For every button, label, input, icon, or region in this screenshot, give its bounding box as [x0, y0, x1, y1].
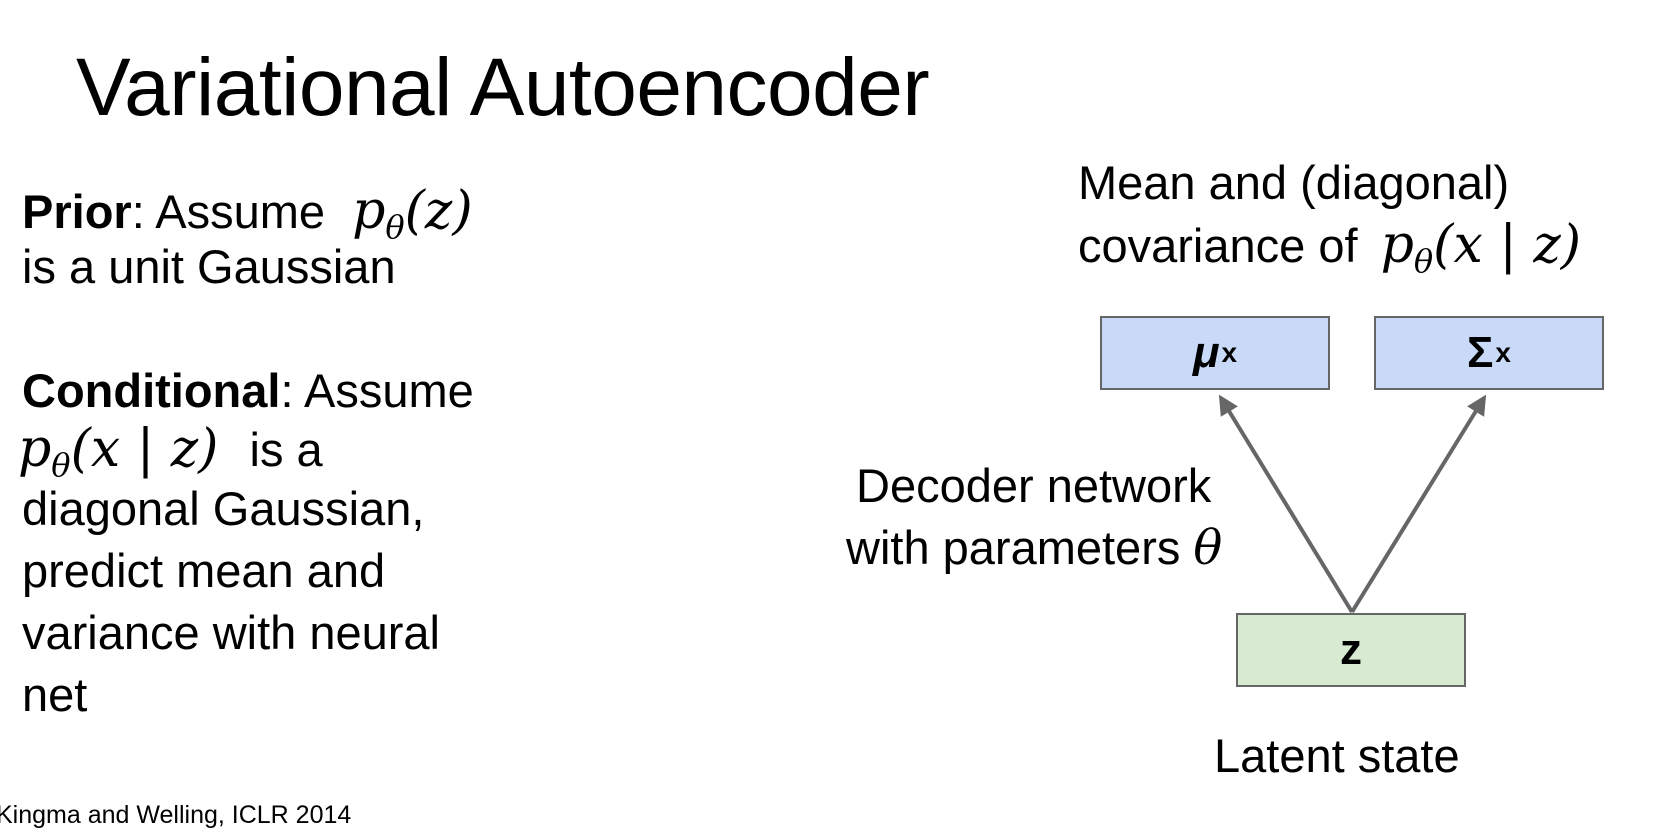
z-symbol: z — [1340, 625, 1362, 674]
conditional-line1: Conditional: Assume — [22, 360, 474, 422]
decoder-theta: θ — [1193, 520, 1223, 576]
prior-text: : Assume — [131, 185, 326, 238]
slide-title: Variational Autoencoder — [76, 42, 930, 133]
latent-label: Latent state — [1214, 729, 1460, 782]
arrow-to-mu — [1218, 394, 1354, 614]
prior-line1: Prior: Assume pθ(z) — [22, 180, 473, 258]
mu-sup: x — [1221, 337, 1238, 368]
sigma-symbol: Σ — [1467, 328, 1494, 377]
output-label-line1: Mean and (diagonal) — [1078, 156, 1510, 209]
mu-symbol: μ — [1192, 328, 1220, 377]
prior-label: Prior — [22, 185, 132, 238]
conditional-line5: variance with neural — [22, 606, 440, 659]
conditional-label: Conditional — [22, 364, 281, 417]
conditional-text: : Assume — [280, 364, 474, 417]
citation: Kingma and Welling, ICLR 2014 — [0, 801, 352, 829]
prior-line2: is a unit Gaussian — [22, 240, 396, 293]
arrow-to-sigma — [1350, 394, 1487, 614]
output-label-math: pθ(x | z) — [1380, 215, 1582, 280]
conditional-line6: net — [22, 668, 88, 721]
decoder-label-line1: Decoder network — [856, 459, 1212, 512]
conditional-line2: pθ(x | z) is a — [18, 418, 323, 496]
z-box: z — [1236, 613, 1466, 687]
output-label-line2: covariance of pθ(x | z) — [1078, 215, 1582, 280]
conditional-math: pθ(x | z) — [18, 419, 219, 484]
decoder-label-line2: with parameters θ — [846, 520, 1223, 576]
conditional-after-math: is a — [249, 423, 323, 476]
conditional-line4: predict mean and — [22, 544, 386, 597]
prior-math: pθ(z) — [352, 181, 473, 246]
sigma-sup: x — [1495, 337, 1511, 368]
conditional-line3: diagonal Gaussian, — [22, 482, 425, 535]
